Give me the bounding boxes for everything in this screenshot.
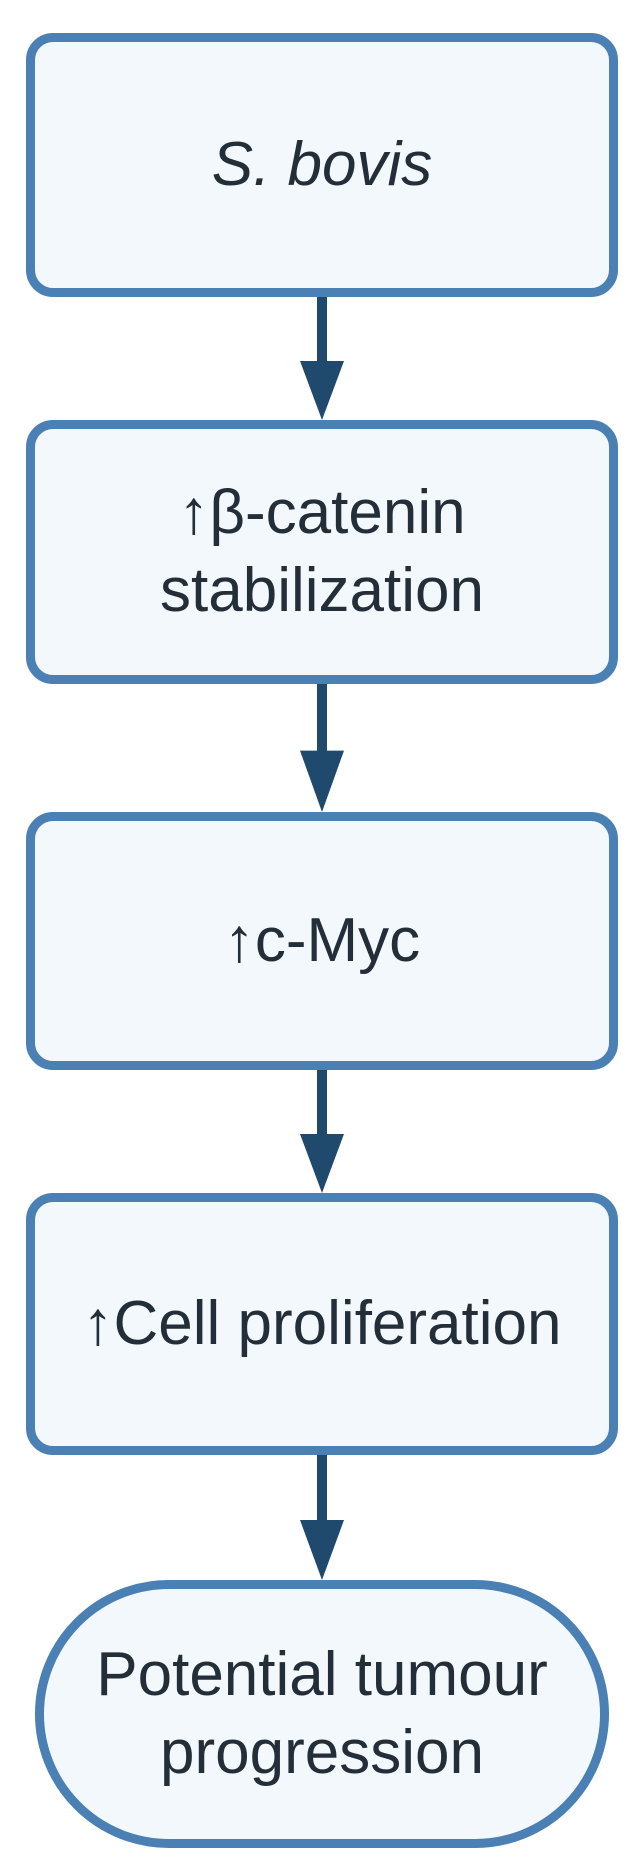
node-label-s-bovis: S. bovis — [211, 130, 433, 199]
flow-node-cell-proliferation: ↑Cell proliferation — [26, 1193, 618, 1455]
flow-node-potential-tumour-progression: Potential tumour progression — [35, 1580, 609, 1848]
down-arrow-icon — [300, 1070, 344, 1193]
flow-node-beta-catenin-stabilization: ↑β-catenin stabilization — [26, 420, 618, 684]
flow-arrow-3 — [300, 1070, 344, 1193]
flow-arrow-4 — [300, 1455, 344, 1580]
flow-arrow-2 — [300, 684, 344, 812]
flow-node-c-myc: ↑c-Myc — [26, 812, 618, 1070]
down-arrow-icon — [300, 297, 344, 420]
node-label-beta-catenin-stabilization: ↑β-catenin stabilization — [160, 478, 484, 625]
down-arrow-icon — [300, 1455, 344, 1580]
node-label-cell-proliferation: ↑Cell proliferation — [82, 1289, 562, 1358]
node-label-c-myc: ↑c-Myc — [223, 906, 421, 975]
down-arrow-icon — [300, 684, 344, 812]
flow-node-s-bovis: S. bovis — [26, 33, 618, 297]
flow-arrow-1 — [300, 297, 344, 420]
node-label-potential-tumour-progression: Potential tumour progression — [96, 1640, 548, 1787]
